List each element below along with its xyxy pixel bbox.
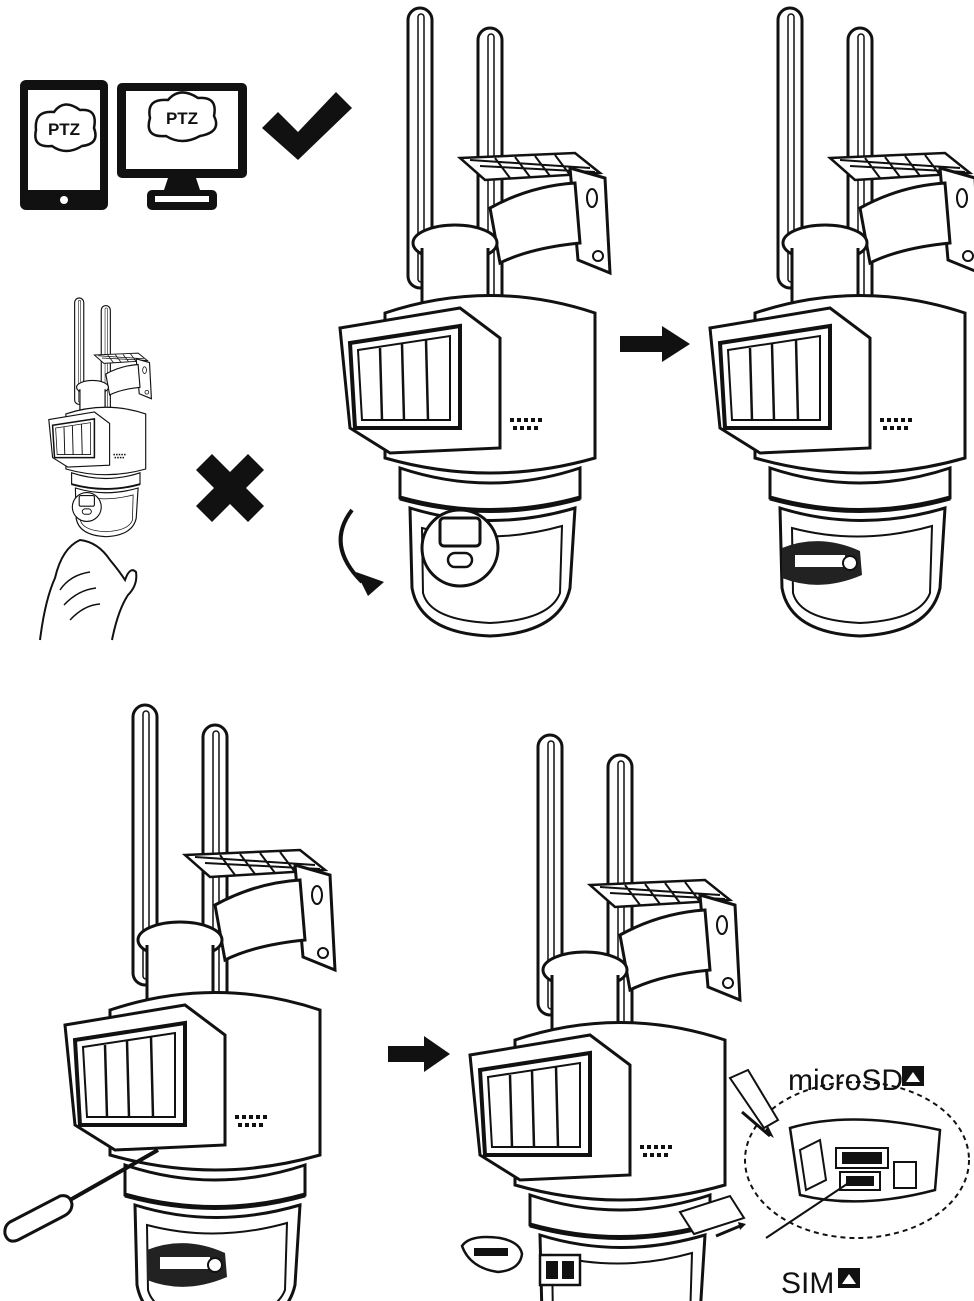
removed-cover [462, 1237, 522, 1272]
sim-label: SIM [781, 1267, 834, 1300]
rotate-arrow-icon [341, 510, 384, 596]
slot-detail-zoom [745, 1082, 969, 1238]
tablet-ptz-label: PTZ [48, 120, 80, 139]
manual-rotation-wrong [49, 298, 152, 537]
camera-rotated-step [710, 8, 974, 636]
monitor-device: PTZ [117, 83, 247, 210]
camera-unscrew-step [65, 705, 335, 1301]
cross-icon [196, 454, 264, 522]
microsd-label: microSD [788, 1064, 903, 1097]
monitor-ptz-label: PTZ [166, 109, 198, 128]
checkmark-icon [262, 92, 352, 160]
arrow-right-icon [620, 326, 690, 362]
sim-slot-icon [838, 1268, 860, 1288]
camera-rotate-step [340, 8, 610, 636]
ptz-allowed-devices: PTZ PTZ [20, 80, 352, 210]
hand-illustration [40, 540, 136, 640]
tablet-device: PTZ [20, 80, 108, 210]
arrow-right-icon [388, 1036, 450, 1072]
microsd-slot-icon [902, 1066, 924, 1086]
